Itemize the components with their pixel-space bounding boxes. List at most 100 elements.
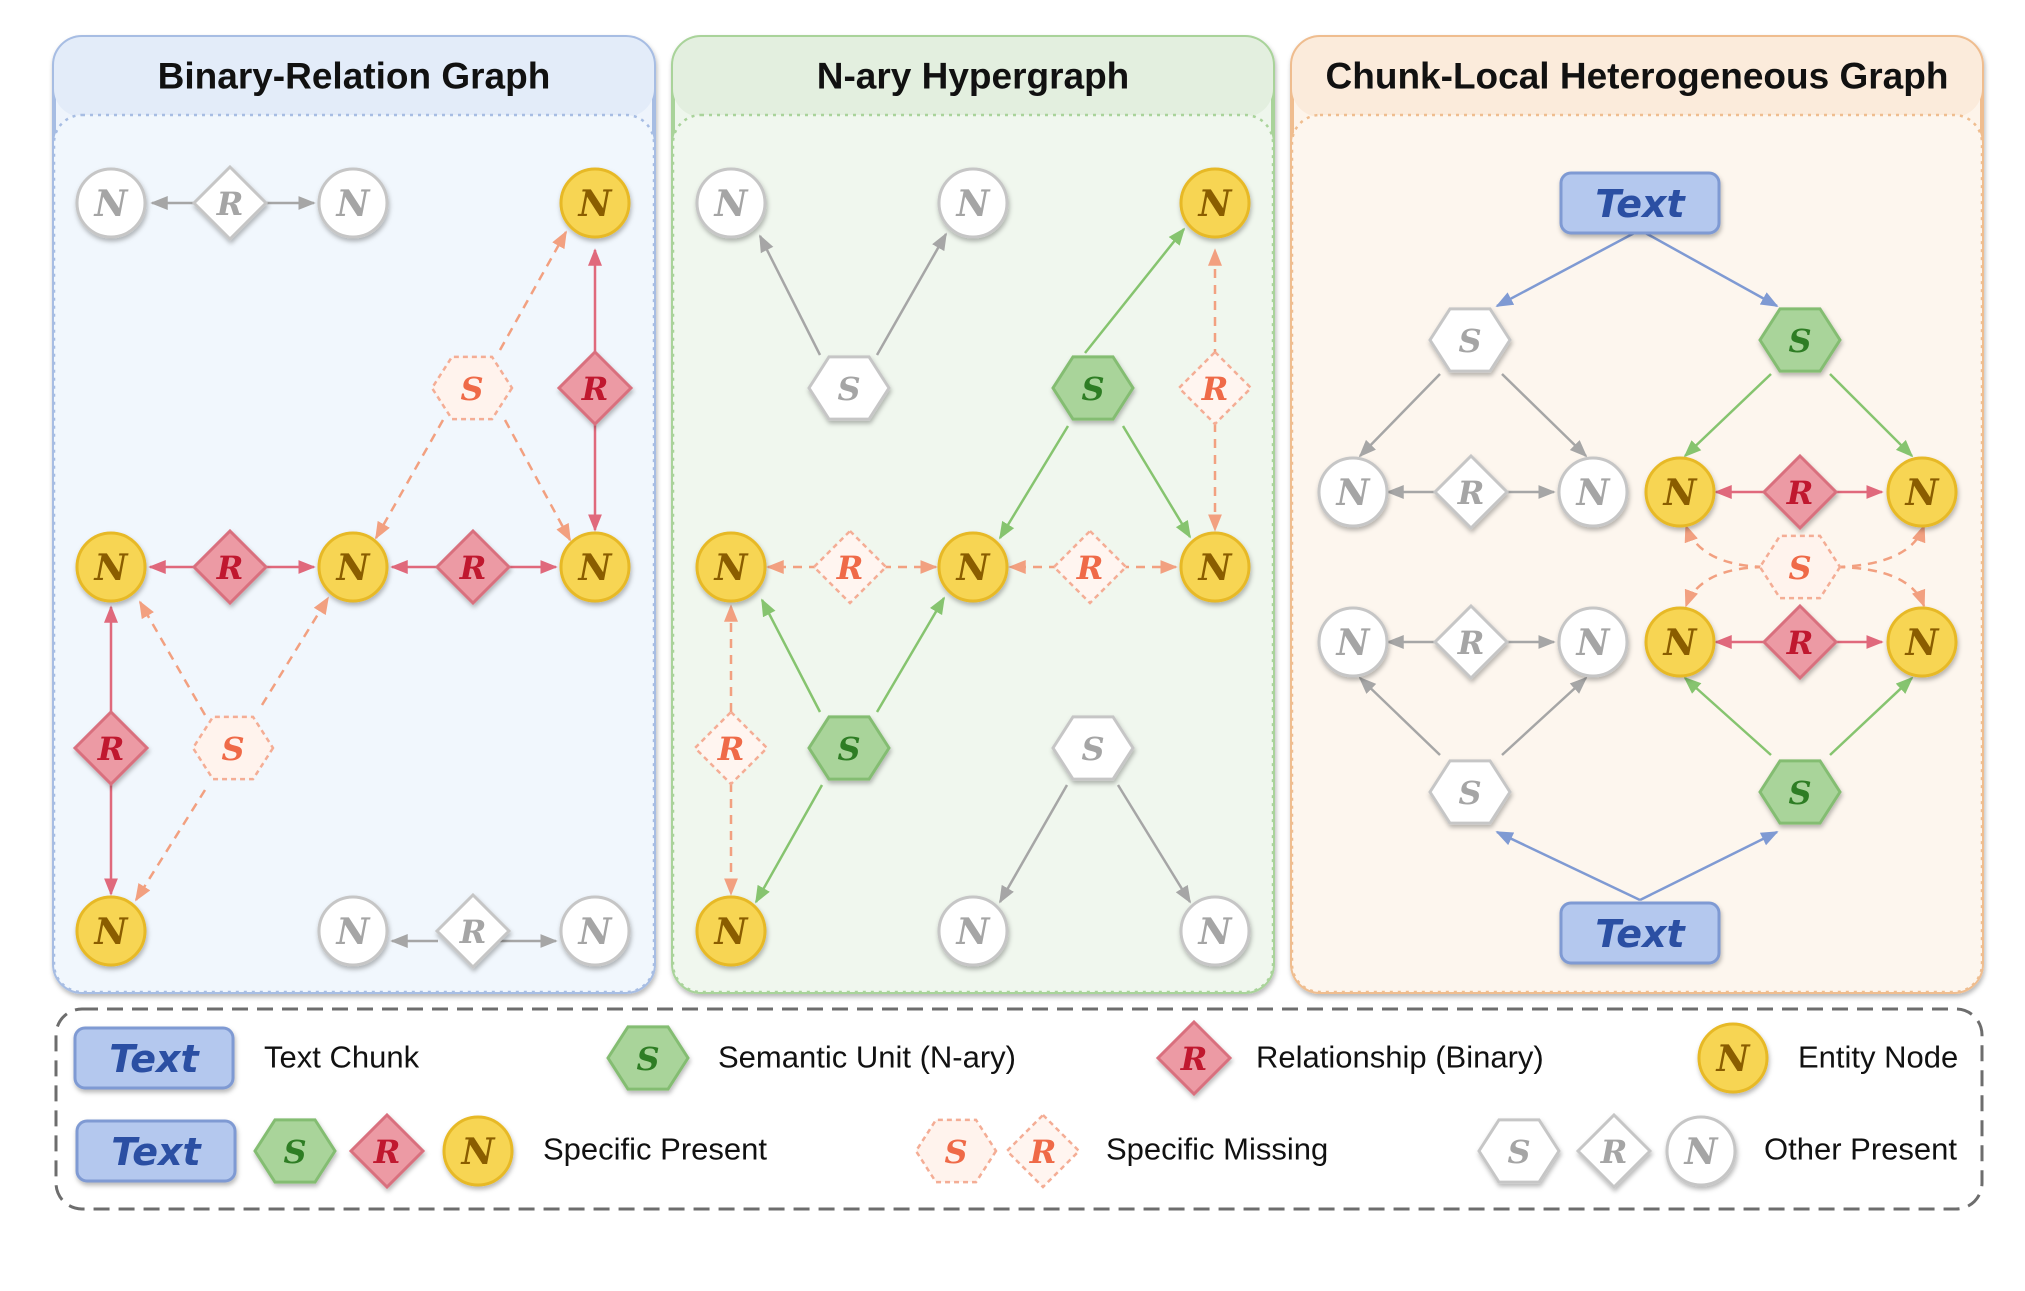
legend-label-text-chunk: Text Chunk <box>264 1040 420 1075</box>
p3-text-chunk-top-label: Text <box>1595 182 1686 226</box>
legend-present-text-symbol: Text <box>75 1119 237 1183</box>
p3-node-n-top-left-label: N <box>1663 472 1699 514</box>
p3-node-s-bottom-label: S <box>1788 774 1811 812</box>
p1-node-n-top-right: N <box>559 167 631 239</box>
p2-node-n-other-4: N <box>1179 895 1251 967</box>
p3-node-s-other-2: S <box>1428 759 1512 825</box>
p3-edge-s4-n1 <box>1683 676 1772 756</box>
p3-edge-text2-s-left <box>1495 830 1641 902</box>
p3-edge-text-s-left <box>1495 228 1641 308</box>
p2-node-n-other-1-label: N <box>714 183 750 225</box>
p2-node-r-missing-right-label: R <box>1201 370 1229 408</box>
p3-edge-sm-ntl <box>1684 524 1765 569</box>
p3-node-s-other-1: S <box>1428 307 1512 373</box>
p3-edge-s1-n1 <box>1358 373 1441 458</box>
legend-box <box>54 1007 1984 1211</box>
p2-node-r-missing-1-label: R <box>836 549 864 587</box>
p2-node-r-missing-2-label: R <box>1076 549 1104 587</box>
p1-node-n-other-2-label: N <box>336 183 372 225</box>
legend-text-chunk-symbol-label: Text <box>109 1037 200 1081</box>
p1-node-r-right: R <box>556 349 634 427</box>
p3-edge-s3-n1 <box>1358 676 1441 756</box>
p1-node-n-other-1: N <box>75 167 147 239</box>
p2-node-s-bottom: S <box>807 715 891 781</box>
edge-layer <box>104 196 1926 948</box>
p3-node-n-top-right-label: N <box>1905 472 1941 514</box>
p3-node-n-other-4-label: N <box>1576 622 1612 664</box>
legend-missing-r-symbol: R <box>1005 1113 1081 1189</box>
p1-node-s-missing-2-label: S <box>221 730 244 768</box>
legend-present-r-symbol: R <box>348 1112 426 1190</box>
p1-node-n-bottom: N <box>75 895 147 967</box>
p1-node-r-other-2: R <box>434 892 512 970</box>
p3-node-s-top: S <box>1758 307 1842 373</box>
legend-semantic-symbol-label: S <box>636 1040 659 1078</box>
p2-node-r-missing-1: R <box>812 529 888 605</box>
p1-node-n-other-2: N <box>317 167 389 239</box>
legend-present-text-symbol-label: Text <box>111 1130 202 1174</box>
legend-entity-symbol: N <box>1697 1022 1769 1094</box>
p3-node-n-bottom-left-label: N <box>1663 622 1699 664</box>
p1-edge-s2-nb <box>134 789 207 902</box>
p1-node-r-left: R <box>191 528 269 606</box>
p3-node-n-other-2: N <box>1557 456 1629 528</box>
p3-edge-s3-n2 <box>1501 676 1588 756</box>
p1-node-n-bottom-label: N <box>94 911 130 953</box>
p1-edge-s-nr <box>503 419 572 542</box>
legend-present-r-symbol-label: R <box>373 1133 401 1171</box>
p2-node-n-middle-label: N <box>956 547 992 589</box>
p3-node-n-top-left: N <box>1644 456 1716 528</box>
p2-node-n-bottom-label: N <box>714 911 750 953</box>
legend-missing-s-symbol: S <box>914 1118 998 1184</box>
legend-missing-s-symbol-label: S <box>944 1133 967 1171</box>
p2-node-s-top: S <box>1051 355 1135 421</box>
p3-node-r-top-label: R <box>1786 474 1814 512</box>
p2-node-s-other-1: S <box>807 355 891 421</box>
legend-other-n-symbol-label: N <box>1684 1131 1720 1173</box>
p2-edge-s3-n1 <box>998 784 1069 904</box>
p2-node-n-right: N <box>1179 531 1251 603</box>
p2-node-n-other-1: N <box>695 167 767 239</box>
p2-edge-s-n2 <box>875 232 948 356</box>
panel-title-chunk: Chunk-Local Heterogeneous Graph <box>1326 56 1949 97</box>
legend-present-s-symbol: S <box>253 1118 337 1184</box>
p3-edge-s4-n2 <box>1829 676 1914 756</box>
p3-node-s-missing-label: S <box>1788 549 1811 587</box>
p3-edge-s1-n2 <box>1501 373 1588 458</box>
p1-node-r-bottom: R <box>72 709 150 787</box>
legend-label-specific-missing: Specific Missing <box>1106 1132 1328 1167</box>
p3-node-r-bottom: R <box>1761 603 1839 681</box>
p2-node-n-other-2: N <box>937 167 1009 239</box>
p2-edge-s2-nb <box>754 784 824 904</box>
p2-node-n-bottom: N <box>695 895 767 967</box>
p3-node-n-other-3: N <box>1317 606 1389 678</box>
legend-relation-symbol: R <box>1155 1019 1233 1097</box>
p1-node-n-left: N <box>75 531 147 603</box>
p1-node-r-bottom-label: R <box>97 730 125 768</box>
p3-node-n-other-1: N <box>1317 456 1389 528</box>
legend-other-s-symbol: S <box>1477 1118 1561 1184</box>
p3-node-n-bottom-left: N <box>1644 606 1716 678</box>
p2-node-n-other-3: N <box>937 895 1009 967</box>
p1-node-r-other-1: R <box>191 164 269 242</box>
p1-node-n-top-right-label: N <box>578 183 614 225</box>
legend-present-n-symbol: N <box>442 1115 514 1187</box>
p2-node-n-other-2-label: N <box>956 183 992 225</box>
legend-text-chunk-symbol: Text <box>73 1026 235 1090</box>
p2-edge-s-n1 <box>758 234 822 356</box>
p1-node-n-other-3: N <box>317 895 389 967</box>
p2-node-n-left: N <box>695 531 767 603</box>
p3-node-n-other-4: N <box>1557 606 1629 678</box>
p3-node-r-other-2: R <box>1432 603 1510 681</box>
p1-edge-s2-nm <box>260 596 330 706</box>
legend-present-n-symbol-label: N <box>461 1131 497 1173</box>
p2-edge-s-nr <box>1121 425 1192 539</box>
p2-node-r-missing-bottom-label: R <box>717 730 745 768</box>
p3-node-r-top: R <box>1761 453 1839 531</box>
p1-node-n-other-4: N <box>559 895 631 967</box>
p2-node-s-top-label: S <box>1081 370 1104 408</box>
p2-edge-s-nm <box>998 425 1070 540</box>
legend-label-relationship: Relationship (Binary) <box>1256 1040 1544 1075</box>
